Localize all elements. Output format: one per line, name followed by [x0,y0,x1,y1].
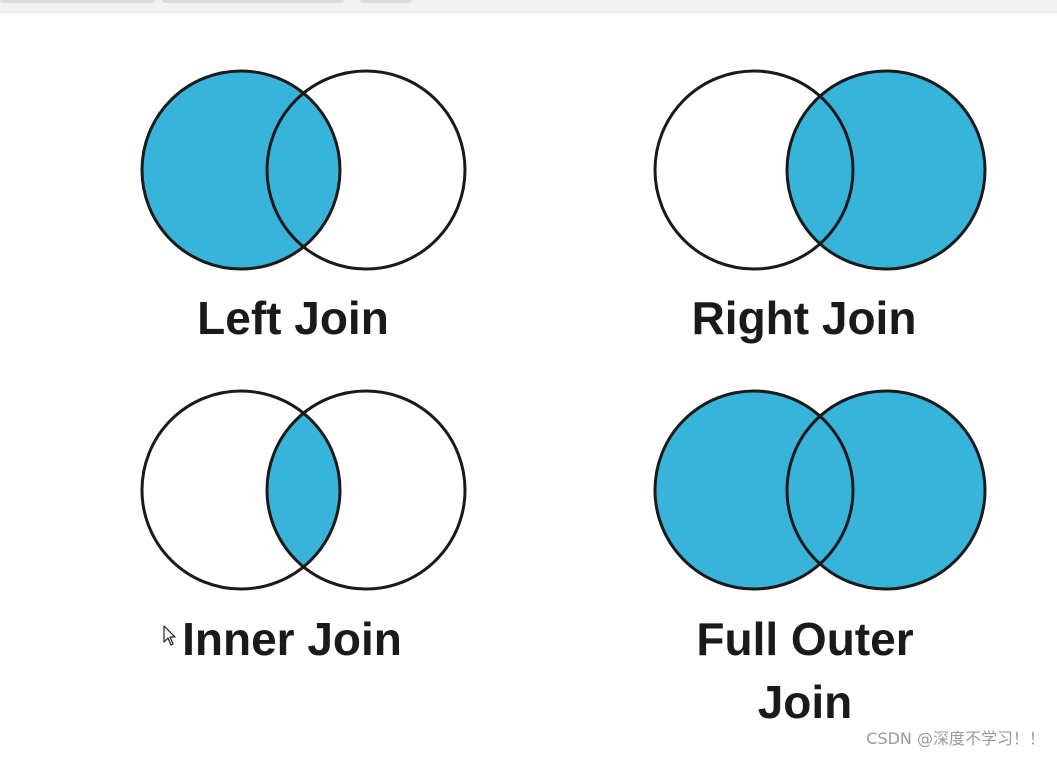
right-join-right-outline [785,69,987,271]
tab-stub[interactable] [162,0,344,3]
left-join-left-outline [140,69,342,271]
left-join-right-circle [265,69,467,271]
tab-stub[interactable] [0,0,155,3]
left-join-left-circle [142,71,340,269]
right-join-label: Right Join [692,292,917,344]
inner-join-left-circle [140,389,342,591]
full-outer-join-label-line2: Join [758,676,853,728]
left-join-label: Left Join [197,292,389,344]
right-join-left-circle [653,69,855,271]
mouse-pointer-icon [163,625,176,646]
inner-join-right-circle [265,389,467,591]
full-outer-join-left-circle [653,389,855,591]
full-outer-join-diagram: Full Outer Join [653,389,987,728]
inner-join-intersection [267,391,340,589]
right-join-right-circle [787,71,985,269]
full-outer-join-label-line1: Full Outer [696,613,913,665]
right-join-diagram: Right Join [653,69,987,344]
full-outer-join-right-fill [787,391,985,589]
tab-stub[interactable] [360,0,412,3]
inner-join-label: Inner Join [182,613,402,665]
inner-join-diagram: Inner Join [140,389,467,665]
left-join-diagram: Left Join [140,69,467,344]
watermark: CSDN @深度不学习！！ [866,729,1045,748]
full-outer-join-right-circle [785,389,987,591]
browser-top-strip [0,0,1057,13]
